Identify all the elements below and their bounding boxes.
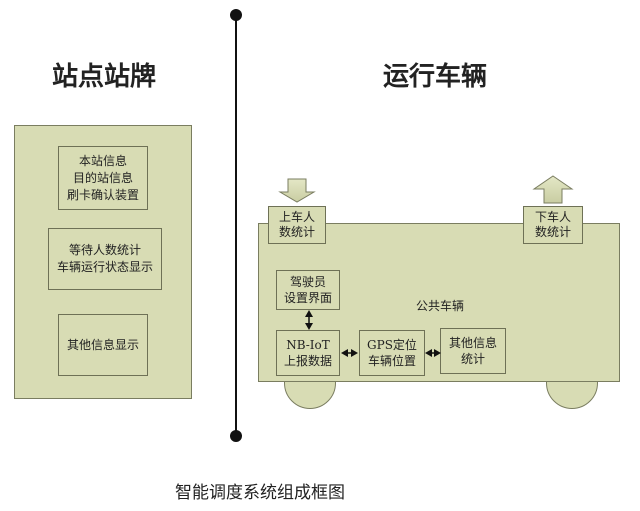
gps-location-line-1: GPS定位: [367, 338, 417, 352]
station-title: 站点站牌: [52, 62, 157, 92]
divider-bottom-dot: [230, 430, 242, 442]
boarding-count-line-1: 上车人: [278, 210, 315, 224]
boarding-arrow-icon: [278, 178, 316, 203]
other-display-box: 其他信息显示: [58, 314, 148, 376]
gps-location-box: GPS定位 车辆位置: [359, 330, 425, 376]
station-info-line-3: 刷卡确认装置: [66, 187, 139, 202]
nbiot-report-line-1: NB-IoT: [286, 338, 330, 352]
driver-settings-box: 驾驶员 设置界面: [276, 270, 340, 310]
alighting-count-line-1: 下车人: [534, 210, 571, 224]
waiting-count-box: 等待人数统计 车辆运行状态显示: [48, 228, 162, 290]
station-info-line-2: 目的站信息: [72, 170, 133, 185]
station-info-box: 本站信息 目的站信息 刷卡确认装置: [58, 146, 148, 210]
alighting-count-box: 下车人 数统计: [523, 206, 583, 244]
figure-caption: 智能调度系统组成框图: [175, 483, 345, 503]
nbiot-report-box: NB-IoT 上报数据: [276, 330, 340, 376]
driver-settings-line-2: 设置界面: [283, 291, 332, 305]
alighting-count-line-2: 数统计: [534, 225, 571, 239]
nbiot-report-line-2: 上报数据: [283, 354, 332, 368]
boarding-count-line-2: 数统计: [278, 225, 315, 239]
other-stats-line-2: 统计: [460, 352, 485, 366]
waiting-count-line-2: 车辆运行状态显示: [56, 260, 153, 274]
station-info-line-1: 本站信息: [78, 153, 127, 168]
divider-top-dot: [230, 9, 242, 21]
gps-location-line-2: 车辆位置: [367, 354, 416, 368]
alighting-arrow-icon: [532, 175, 574, 204]
other-stats-line-1: 其他信息: [448, 336, 497, 350]
vehicle-title: 运行车辆: [383, 62, 488, 92]
other-display-line-1: 其他信息显示: [66, 337, 139, 352]
boarding-count-box: 上车人 数统计: [268, 206, 326, 244]
bus-label: 公共车辆: [416, 299, 465, 313]
other-stats-box: 其他信息 统计: [440, 328, 506, 374]
waiting-count-line-1: 等待人数统计: [68, 243, 141, 257]
divider-line: [235, 14, 237, 438]
driver-settings-line-1: 驾驶员: [289, 275, 326, 289]
